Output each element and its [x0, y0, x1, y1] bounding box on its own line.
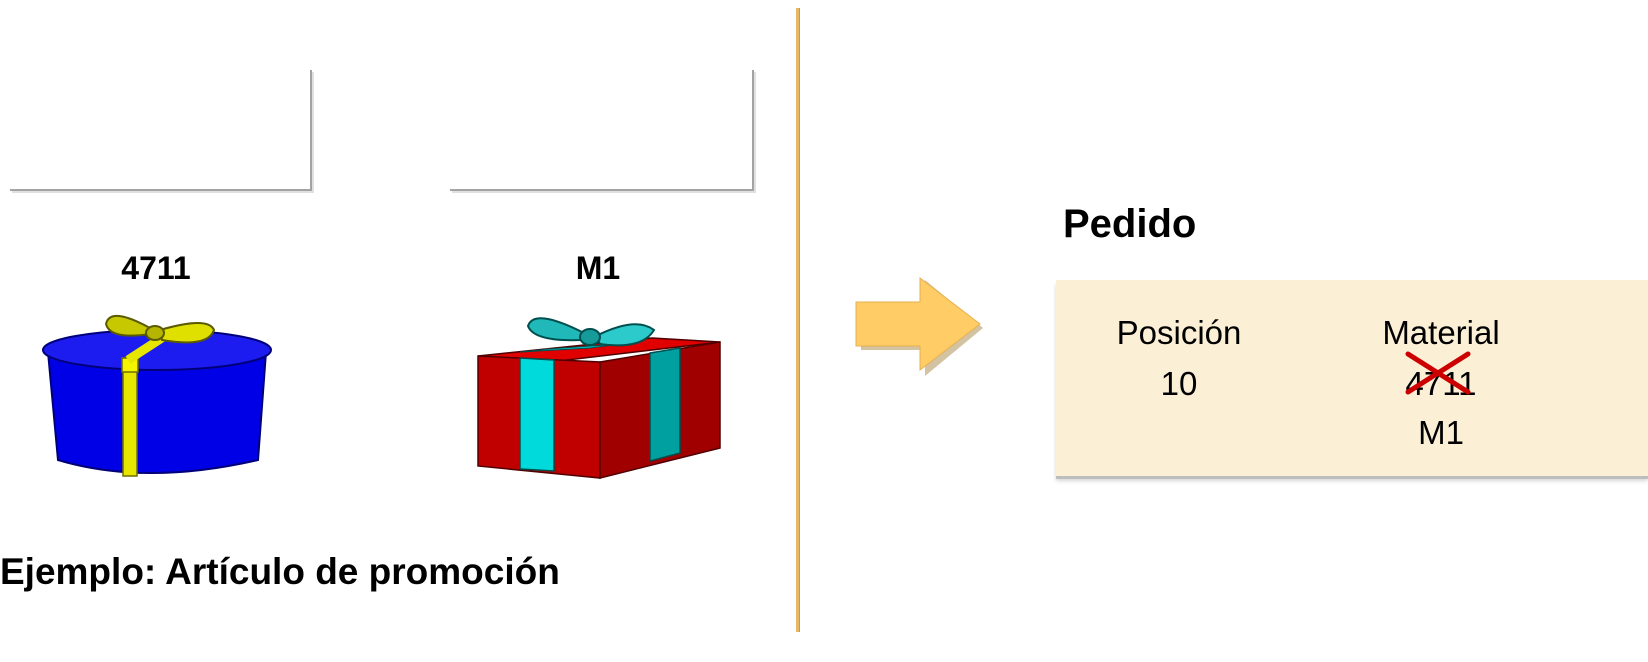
order-panel: Posición 10 Material 4711 M1	[1056, 280, 1648, 476]
arrow-right-icon	[855, 276, 983, 376]
product-code-4711: 4711	[121, 250, 191, 286]
box-gift-icon	[477, 317, 721, 479]
material-new-value: M1	[1418, 414, 1464, 451]
vertical-divider	[796, 8, 800, 632]
position-header: Posición	[1116, 314, 1242, 351]
bracket-left	[10, 70, 312, 191]
round-gift-icon	[42, 315, 272, 477]
example-caption: Ejemplo: Artículo de promoción	[0, 551, 560, 592]
product-code-m1: M1	[575, 250, 621, 286]
order-title: Pedido	[1063, 202, 1197, 246]
position-value: 10	[1160, 365, 1198, 402]
material-header: Material	[1382, 314, 1500, 351]
bracket-right	[450, 70, 754, 191]
strike-cross-icon	[1405, 351, 1471, 395]
